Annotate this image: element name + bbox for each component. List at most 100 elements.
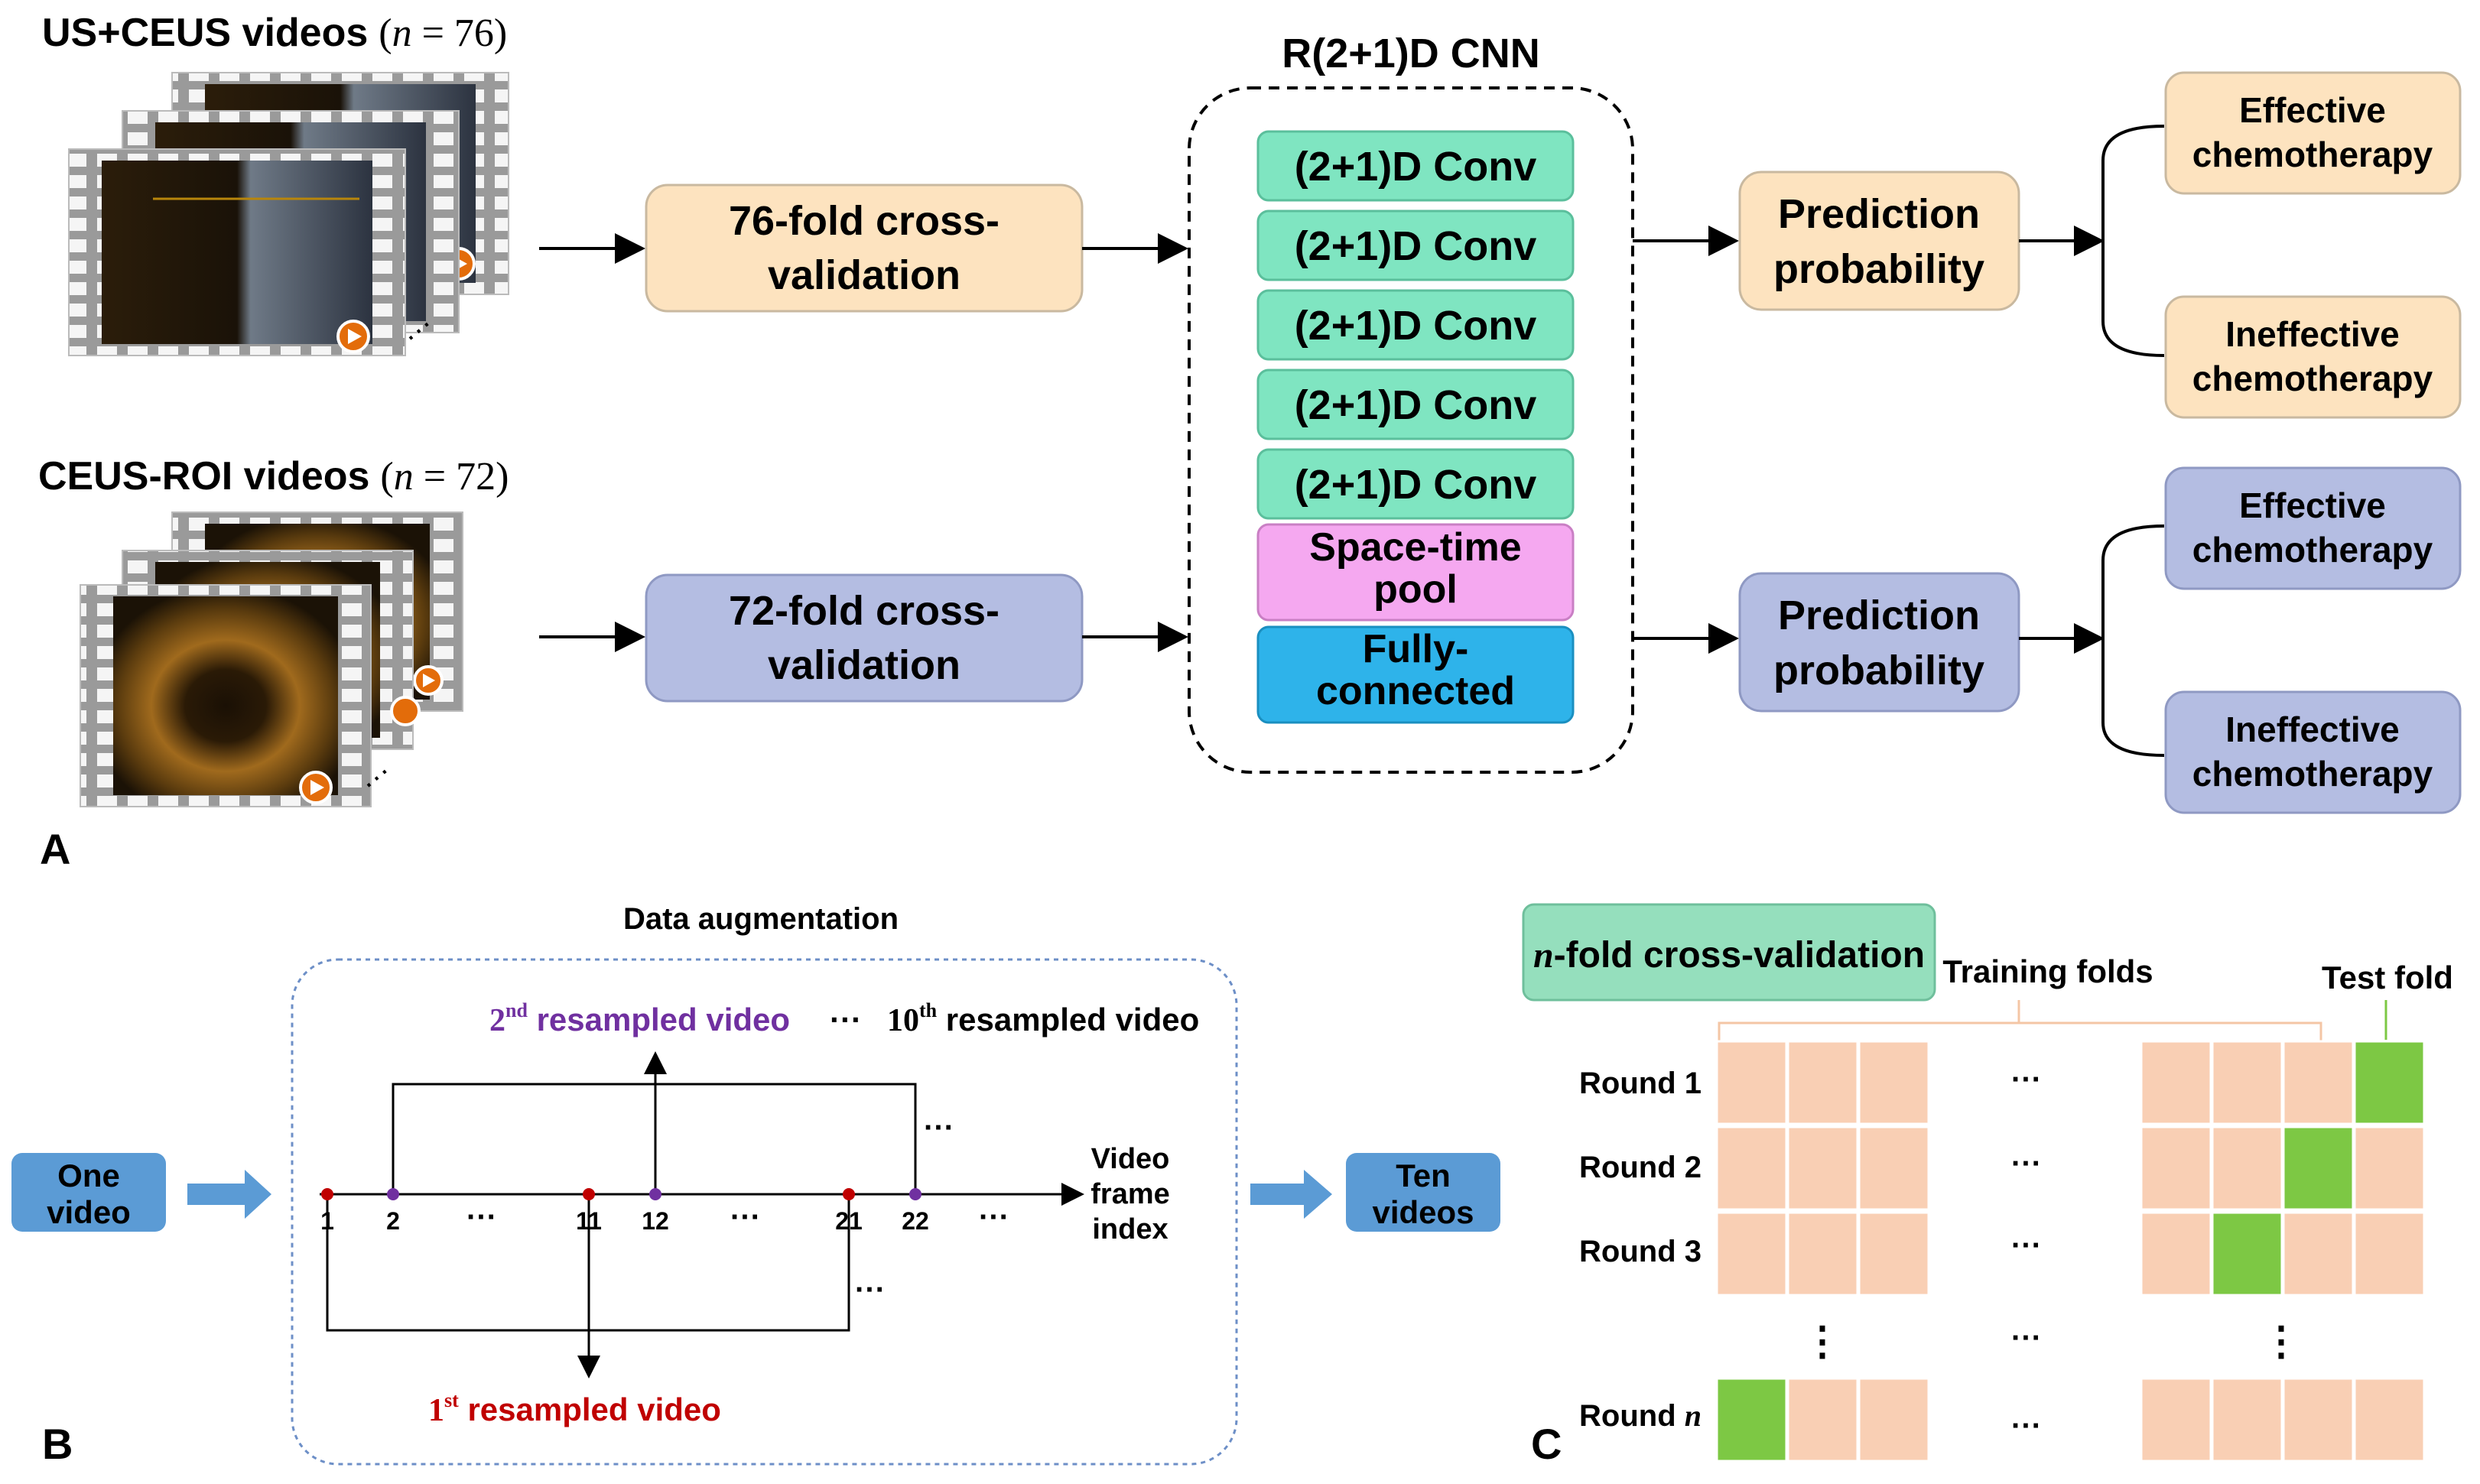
svg-text:(2+1)D Conv: (2+1)D Conv xyxy=(1295,303,1537,349)
test-fold-cell xyxy=(2282,1125,2355,1211)
panel-b: Data augmentation One video Ten videos 2… xyxy=(11,902,1500,1468)
training-fold-cell xyxy=(1715,1211,1788,1297)
frame-point-21 xyxy=(843,1188,855,1200)
training-fold-cell xyxy=(1858,1377,1930,1463)
tick-ellipsis: ··· xyxy=(466,1200,497,1234)
training-fold-cell xyxy=(2211,1377,2283,1463)
svg-text:Ineffective: Ineffective xyxy=(2225,710,2400,749)
tick-ellipsis: ··· xyxy=(979,1200,1009,1234)
conv-layer-4: (2+1)D Conv xyxy=(1256,369,1575,440)
panel-c-label: C xyxy=(1531,1420,1562,1468)
training-fold-cell xyxy=(1858,1040,1930,1125)
training-fold-cell xyxy=(2282,1040,2355,1125)
grid-vdots: ⋮ xyxy=(2261,1320,2301,1364)
svg-text:Ten: Ten xyxy=(1396,1158,1451,1193)
cv-76-box: 76-fold cross- validation xyxy=(645,183,1084,313)
ellipsis-lower: ··· xyxy=(855,1273,886,1307)
second-resampled-label: 2nd resampled video xyxy=(489,999,790,1038)
svg-text:validation: validation xyxy=(768,642,960,688)
training-fold-cell xyxy=(2353,1377,2426,1463)
tenth-resampled-label: 10th resampled video xyxy=(887,999,1199,1038)
training-fold-cell xyxy=(1786,1377,1859,1463)
training-fold-cell xyxy=(2353,1211,2426,1297)
panel-b-label: B xyxy=(42,1420,73,1468)
svg-text:72-fold cross-: 72-fold cross- xyxy=(729,588,999,634)
frame-point-2 xyxy=(387,1188,399,1200)
video-frame-front xyxy=(68,148,406,356)
svg-text:chemotherapy: chemotherapy xyxy=(2192,754,2433,794)
training-fold-cell xyxy=(1858,1211,1930,1297)
training-fold-cell xyxy=(2211,1040,2283,1125)
axis-label: frame xyxy=(1090,1178,1170,1210)
round-label: Round 2 xyxy=(1579,1151,1702,1184)
round-label: Round 1 xyxy=(1579,1067,1702,1100)
svg-text:video: video xyxy=(47,1194,131,1230)
training-folds-label: Training folds xyxy=(1942,953,2153,989)
svg-text:chemotherapy: chemotherapy xyxy=(2192,135,2433,174)
tick-label: 11 xyxy=(576,1207,602,1235)
frame-point-1 xyxy=(321,1188,333,1200)
fully-connected-layer: Fully- connected xyxy=(1256,625,1575,724)
test-fold-cell xyxy=(1715,1377,1788,1463)
training-fold-cell xyxy=(2140,1377,2212,1463)
training-fold-cell xyxy=(2282,1211,2355,1297)
training-fold-cell xyxy=(2140,1211,2212,1297)
training-fold-cell xyxy=(1786,1125,1859,1211)
cnn-title: R(2+1)D CNN xyxy=(1282,31,1540,76)
effective-box-1: Effective chemotherapy xyxy=(2164,71,2462,195)
input1-title: US+CEUS videos(n = 76) xyxy=(42,11,507,55)
cv-title-box: n-fold cross-validation xyxy=(1522,903,1936,1002)
axis-label: Video xyxy=(1091,1143,1170,1175)
conv-layer-3: (2+1)D Conv xyxy=(1256,289,1575,361)
round-label: Round n xyxy=(1579,1398,1702,1433)
training-fold-cell xyxy=(1858,1125,1930,1211)
conv-layer-1: (2+1)D Conv xyxy=(1256,130,1575,202)
outcome-bracket-2 xyxy=(2101,524,2165,757)
tick-label: 21 xyxy=(835,1207,863,1235)
grid-ellipsis: ··· xyxy=(2011,1321,2042,1355)
panel-c: n-fold cross-validation Training folds T… xyxy=(1522,903,2453,1468)
grid-ellipsis: ··· xyxy=(2011,1147,2042,1180)
training-fold-cell xyxy=(2282,1377,2355,1463)
svg-text:Fully-: Fully- xyxy=(1363,627,1469,671)
axis-label: index xyxy=(1092,1213,1168,1245)
grid-vdots: ⋮ xyxy=(1802,1320,1842,1364)
svg-text:chemotherapy: chemotherapy xyxy=(2192,530,2433,570)
grid-ellipsis: ··· xyxy=(2011,1409,2042,1443)
frame-point-22 xyxy=(909,1188,921,1200)
svg-text:connected: connected xyxy=(1316,669,1515,713)
svg-text:validation: validation xyxy=(768,252,960,298)
svg-text:(2+1)D Conv: (2+1)D Conv xyxy=(1295,223,1537,269)
training-fold-cell xyxy=(1786,1040,1859,1125)
ineffective-box-1: Ineffective chemotherapy xyxy=(2164,295,2462,419)
conv-layer-5: (2+1)D Conv xyxy=(1256,448,1575,520)
training-fold-cell xyxy=(1715,1040,1788,1125)
outcome-bracket-1 xyxy=(2101,125,2165,357)
cv-72-box: 72-fold cross- validation xyxy=(645,573,1084,703)
one-video-box: One video xyxy=(11,1153,166,1232)
frame-point-12 xyxy=(649,1188,661,1200)
block-arrow-right xyxy=(1250,1170,1332,1219)
augmentation-container xyxy=(291,958,1238,1466)
training-fold-cell xyxy=(1786,1211,1859,1297)
grid-ellipsis: ··· xyxy=(2011,1063,2042,1096)
grid-ellipsis: ··· xyxy=(2011,1229,2042,1262)
fold-grid xyxy=(1715,1040,2426,1463)
ten-videos-box: Ten videos xyxy=(1346,1153,1500,1232)
cnn-container xyxy=(1188,86,1634,774)
conv-layer-2: (2+1)D Conv xyxy=(1256,209,1575,281)
svg-text:One: One xyxy=(57,1158,120,1193)
test-fold-cell xyxy=(2353,1040,2426,1125)
svg-text:(2+1)D Conv: (2+1)D Conv xyxy=(1295,382,1537,428)
us-ceus-video-stack: ··· xyxy=(68,72,509,356)
ellipsis-upper: ··· xyxy=(924,1111,954,1145)
svg-text:Space-time: Space-time xyxy=(1309,525,1521,570)
panel-b-title: Data augmentation xyxy=(623,902,899,936)
training-fold-cell xyxy=(2140,1040,2212,1125)
training-fold-cell xyxy=(2140,1125,2212,1211)
training-fold-cell xyxy=(1715,1125,1788,1211)
svg-text:probability: probability xyxy=(1773,246,1984,292)
test-fold-cell xyxy=(2211,1211,2283,1297)
svg-text:videos: videos xyxy=(1372,1194,1474,1230)
